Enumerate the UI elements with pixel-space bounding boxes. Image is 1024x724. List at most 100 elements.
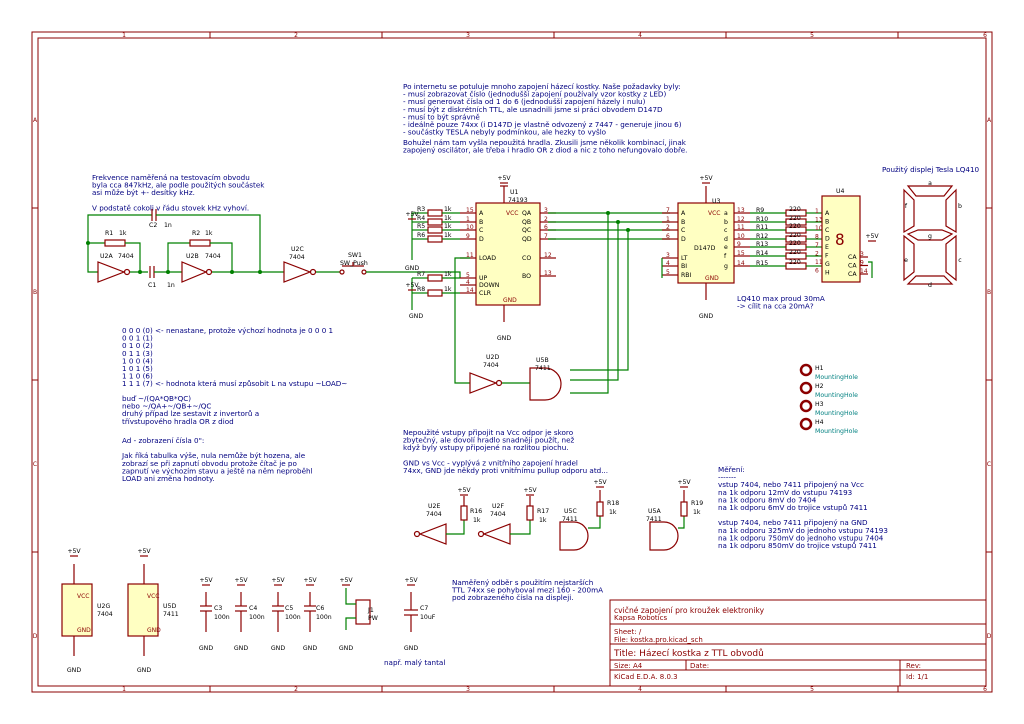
- u4-pin-num: 13: [815, 217, 823, 224]
- res-ref: R7: [417, 271, 425, 278]
- u1-pin-name: DOWN: [479, 282, 500, 289]
- u1-vcc: VCC: [506, 210, 518, 217]
- seg-label-c: c: [958, 257, 962, 264]
- gnd-symbol: GND: [409, 313, 423, 320]
- u1-pin-num: 15: [466, 207, 474, 214]
- res-ref: R8: [417, 286, 425, 293]
- hole-val: MountingHole: [815, 410, 858, 417]
- ref-j1: J1: [367, 607, 374, 614]
- val-u5d: 7411: [163, 611, 179, 618]
- seg-label-b: b: [958, 203, 962, 210]
- seg-res-ref: R14: [756, 250, 768, 257]
- u1-pin-num: 5: [466, 272, 470, 279]
- note-intro2: Bohužel nám tam vyšla nepoužitá hradla. …: [403, 138, 687, 147]
- val-c3: 100n: [214, 614, 230, 621]
- ref-r17: R17: [537, 508, 549, 515]
- ref-u2b: U2B: [186, 253, 199, 260]
- vcc-pin: VCC: [147, 593, 159, 600]
- u1-pin-name: CO: [522, 255, 531, 262]
- val-j1: PW: [368, 615, 378, 622]
- vcc-symbol: +5V: [271, 577, 285, 584]
- seg-res-val: 220: [789, 259, 801, 266]
- frame-col-label: 4: [638, 32, 642, 39]
- svg-text:8: 8: [835, 230, 845, 249]
- seg-res-ref: R15: [756, 260, 768, 267]
- hole-ref: H4: [815, 419, 824, 426]
- inner-frame: [37, 37, 987, 687]
- val-c7: 10uF: [420, 614, 436, 621]
- note-intro: - musí zobrazovat číslo (jednodušší zapo…: [403, 90, 666, 99]
- val-u2c: 7404: [289, 254, 305, 261]
- ref-c2: C2: [149, 222, 157, 229]
- u1-pin-num: 14: [466, 287, 474, 294]
- res-val: 1k: [444, 232, 452, 239]
- vcc-symbol: +5V: [699, 175, 713, 182]
- note-current: Naměřený odběr s použitím nejstarších: [452, 578, 593, 587]
- val-r17: 1k: [539, 517, 547, 524]
- tb-file: File: kostka.pro.kicad_sch: [614, 636, 703, 644]
- u4-pin-name: A: [825, 210, 830, 217]
- val-c2: 1n: [164, 222, 172, 229]
- val-u2g: 7404: [97, 611, 113, 618]
- u3-vcc: VCC: [708, 210, 720, 217]
- val-c6: 100n: [316, 614, 332, 621]
- ref-u1: U1: [510, 189, 519, 196]
- u1-pin-num: 10: [466, 224, 474, 231]
- u1-pin-name: A: [479, 210, 484, 217]
- u3-pin-num: 11: [737, 224, 745, 231]
- u1-pin-name: CLR: [479, 290, 492, 297]
- frame-col-label: 3: [466, 32, 470, 39]
- seg-res-ref: R9: [756, 207, 764, 214]
- val-r2: 1k: [205, 230, 213, 237]
- note-freq: byla cca 847kHz, ale podle použitých sou…: [92, 181, 265, 190]
- u3-pin-name: C: [681, 227, 685, 234]
- power-units: [61, 564, 418, 656]
- u1-pin-num: 3: [544, 207, 548, 214]
- ref-r2: R2: [192, 230, 200, 237]
- gnd-symbol: GND: [199, 645, 213, 652]
- u4-pin-name: C: [825, 227, 829, 234]
- ref-u4: U4: [836, 188, 845, 195]
- note-measure: na 1k odporu 850mV do trojice vstupů 741…: [718, 541, 877, 550]
- u1-pin-num: 1: [466, 216, 470, 223]
- frame-row-label: C: [987, 461, 991, 468]
- note-intro: - ideálně pouze 74xx (i D147D je vlastně…: [403, 120, 682, 129]
- frame-col-label: 5: [810, 686, 814, 693]
- gnd-pin: GND: [77, 627, 91, 634]
- u1-pin-num: 13: [544, 270, 552, 277]
- u3-pin-name: LT: [681, 255, 688, 262]
- u3-pin-name: B: [681, 219, 685, 226]
- ref-c6: C6: [316, 605, 324, 612]
- note-table: 0 1 0 (2): [122, 341, 153, 350]
- note-freq: Frekvence naměřená na testovacím obvodu: [92, 173, 250, 182]
- u1-pin-num: 2: [544, 216, 548, 223]
- frame-row-label: B: [987, 289, 991, 296]
- gnd-symbol: GND: [497, 335, 511, 342]
- ref-u2f: U2F: [492, 503, 504, 510]
- hole-ref: H1: [815, 365, 824, 372]
- frame-col-label: 1: [122, 32, 126, 39]
- val-u5c: 7411: [562, 516, 578, 523]
- frame-col-label: 4: [638, 686, 642, 693]
- res-val: 1k: [444, 271, 452, 278]
- frame-col-label: 3: [466, 686, 470, 693]
- val-sw1: SW_Push: [340, 260, 368, 267]
- frame-row-label: C: [33, 461, 37, 468]
- note-zero: Ad - zobrazení čísla 0":: [122, 436, 204, 445]
- u1-pin-name: UP: [479, 275, 488, 282]
- u4-pin-name: D: [825, 236, 830, 243]
- u4-ca-num: 3: [860, 251, 864, 258]
- vcc-symbol: +5V: [234, 577, 248, 584]
- frame-col-label: 1: [122, 686, 126, 693]
- u4-pin-name: F: [825, 253, 829, 260]
- seg-res-val: 220: [789, 206, 801, 213]
- ref-u2a: U2A: [100, 253, 113, 260]
- u4-pin-num: 11: [815, 259, 823, 266]
- u3-pin-name: f: [724, 253, 727, 260]
- u3-pin-name: D: [681, 236, 686, 243]
- note-measure: na 1k odporu 12mV do vstupu 74193: [718, 488, 852, 497]
- note-zero: Jak říká tabulka výše, nula nemůže být h…: [121, 451, 306, 460]
- u4-pin-name: B: [825, 219, 829, 226]
- frame-col-label: 6: [983, 32, 987, 39]
- res-val: 1k: [444, 215, 452, 222]
